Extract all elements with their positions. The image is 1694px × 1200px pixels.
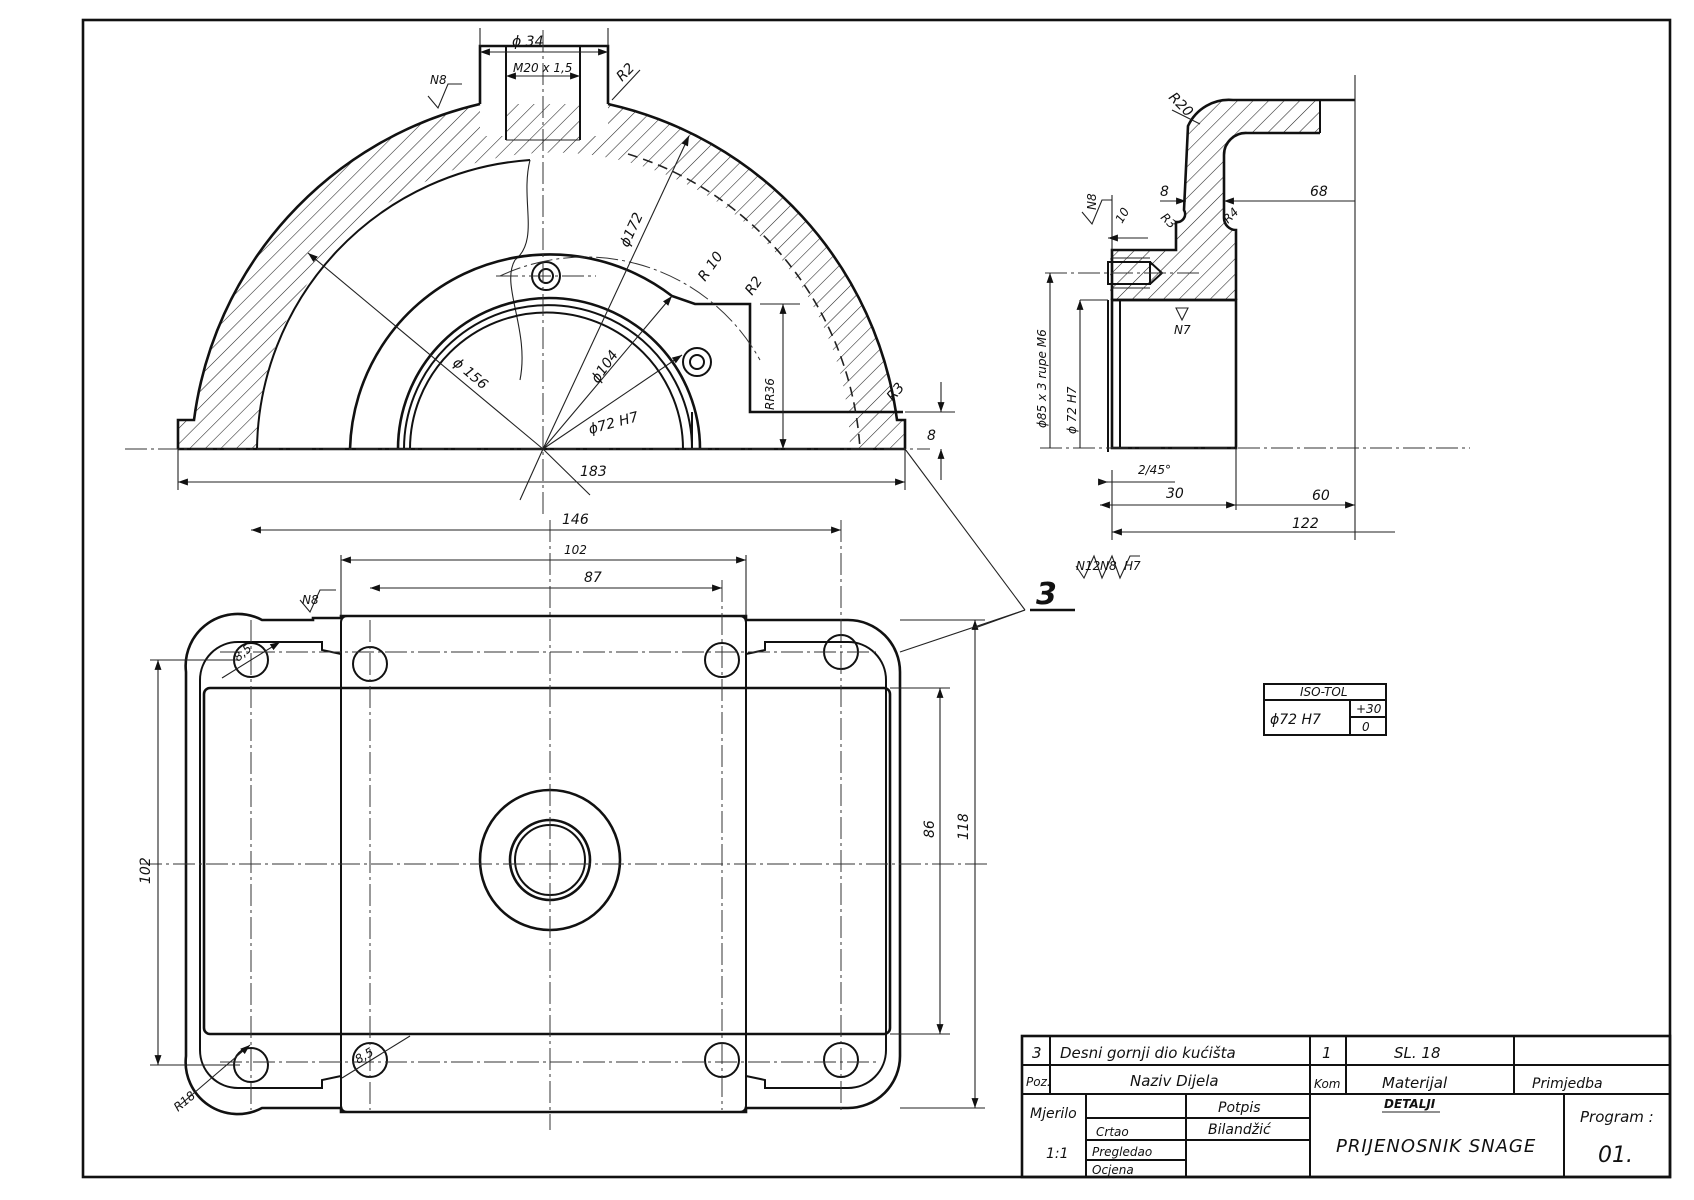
iso-tol-fit: ϕ72 H7 xyxy=(1270,712,1321,728)
side-section-view xyxy=(1040,75,1470,540)
iso-tol-lower: 0 xyxy=(1362,720,1370,734)
tb-header-remark: Primjedba xyxy=(1532,1076,1603,1092)
dim-r10: R 10 xyxy=(695,249,727,284)
front-shell-section xyxy=(178,104,905,449)
inner-cavity xyxy=(256,159,531,450)
plan-bolt-hole xyxy=(704,642,740,678)
side-dim-chamfer: 2/45° xyxy=(1138,463,1171,477)
side-finish-n8: N8 xyxy=(1085,193,1099,210)
finish-n8-top: N8 xyxy=(430,73,447,87)
dim-d172: ϕ172 xyxy=(617,210,647,249)
tb-pos-no: 3 xyxy=(1032,1044,1042,1062)
plan-inner-cavity xyxy=(202,686,892,1036)
tb-header-qty: Kom xyxy=(1314,1077,1340,1091)
tb-quantity: 1 xyxy=(1322,1044,1332,1062)
front-view xyxy=(125,28,955,515)
finish-n8-group: N8 xyxy=(1100,559,1117,573)
iso-tolerance-table xyxy=(1263,683,1387,736)
finish-n8-plan: N8 xyxy=(302,593,319,607)
iso-tol-header: ISO-TOL xyxy=(1300,685,1348,699)
position-marker: 3 xyxy=(1036,577,1057,612)
tb-program-label: Program : xyxy=(1580,1108,1654,1126)
side-dim-8: 8 xyxy=(1160,184,1169,200)
dim-d34: ϕ 34 xyxy=(512,34,544,50)
top-boss xyxy=(478,44,610,104)
drawing-frame xyxy=(81,18,1672,1179)
side-dim-r20: R20 xyxy=(1165,90,1196,121)
tb-part-name: Desni gornji dio kućišta xyxy=(1060,1044,1236,1062)
dim-d104: ϕ104 xyxy=(588,348,622,387)
tb-header-material: Materijal xyxy=(1382,1074,1448,1092)
dim-146: 146 xyxy=(562,512,589,528)
hidden-arc xyxy=(627,153,861,450)
bolt-hole xyxy=(682,347,712,377)
tb-title: PRIJENOSNIK SNAGE xyxy=(1336,1136,1536,1157)
side-finish-n7: N7 xyxy=(1174,323,1191,337)
side-section-hatch xyxy=(1110,99,1320,300)
dim-102-left: 102 xyxy=(138,857,154,884)
tb-detail: DETALJI xyxy=(1384,1097,1436,1111)
side-dim-122: 122 xyxy=(1292,516,1319,532)
side-dim-30: 30 xyxy=(1166,486,1184,502)
dim-r2-mid: R2 xyxy=(742,274,766,299)
tb-scale-label: Mjerilo xyxy=(1030,1106,1077,1122)
dim-102-top: 102 xyxy=(564,543,587,557)
tb-drawn: Crtao xyxy=(1096,1125,1129,1139)
dim-hole-85-bottom: 8,5 xyxy=(353,1045,377,1067)
plan-view xyxy=(140,448,1075,1130)
dim-m20: M20 x 1,5 xyxy=(513,61,572,75)
tb-header-pos: Poz. xyxy=(1026,1075,1051,1089)
tb-header-name: Naziv Dijela xyxy=(1130,1072,1219,1090)
bearing-flange xyxy=(348,253,903,450)
finish-h7: H7 xyxy=(1124,559,1141,573)
title-block xyxy=(1020,1034,1672,1179)
side-dim-60: 60 xyxy=(1312,488,1330,504)
tb-sign-label: Potpis xyxy=(1218,1100,1261,1116)
tb-signature: Bilandžić xyxy=(1208,1122,1272,1138)
tb-graded: Ocjena xyxy=(1092,1163,1134,1177)
side-dim-thread: ϕ85 x 3 rupe M6 xyxy=(1035,329,1049,428)
dim-r2-top: R2 xyxy=(614,60,639,85)
dim-d156: ϕ 156 xyxy=(449,355,490,393)
side-dim-10: 10 xyxy=(1112,205,1132,226)
tb-material: SL. 18 xyxy=(1394,1044,1441,1062)
dim-183: 183 xyxy=(580,464,607,480)
tb-program: 01. xyxy=(1598,1143,1633,1168)
dim-rr36: RR36 xyxy=(763,378,777,410)
dim-87: 87 xyxy=(584,570,602,586)
tb-checked: Pregledao xyxy=(1092,1145,1152,1159)
dim-8: 8 xyxy=(927,428,936,444)
side-dim-68: 68 xyxy=(1310,184,1328,200)
side-section-outline xyxy=(1110,98,1355,300)
dim-118: 118 xyxy=(956,813,972,840)
finish-n12: N12 xyxy=(1076,559,1100,573)
side-dim-d72h7: ϕ 72 H7 xyxy=(1065,386,1079,434)
dim-86: 86 xyxy=(922,820,938,838)
iso-tol-upper: +30 xyxy=(1356,702,1382,716)
tb-scale: 1:1 xyxy=(1046,1146,1069,1162)
front-shell-outline xyxy=(176,102,907,449)
